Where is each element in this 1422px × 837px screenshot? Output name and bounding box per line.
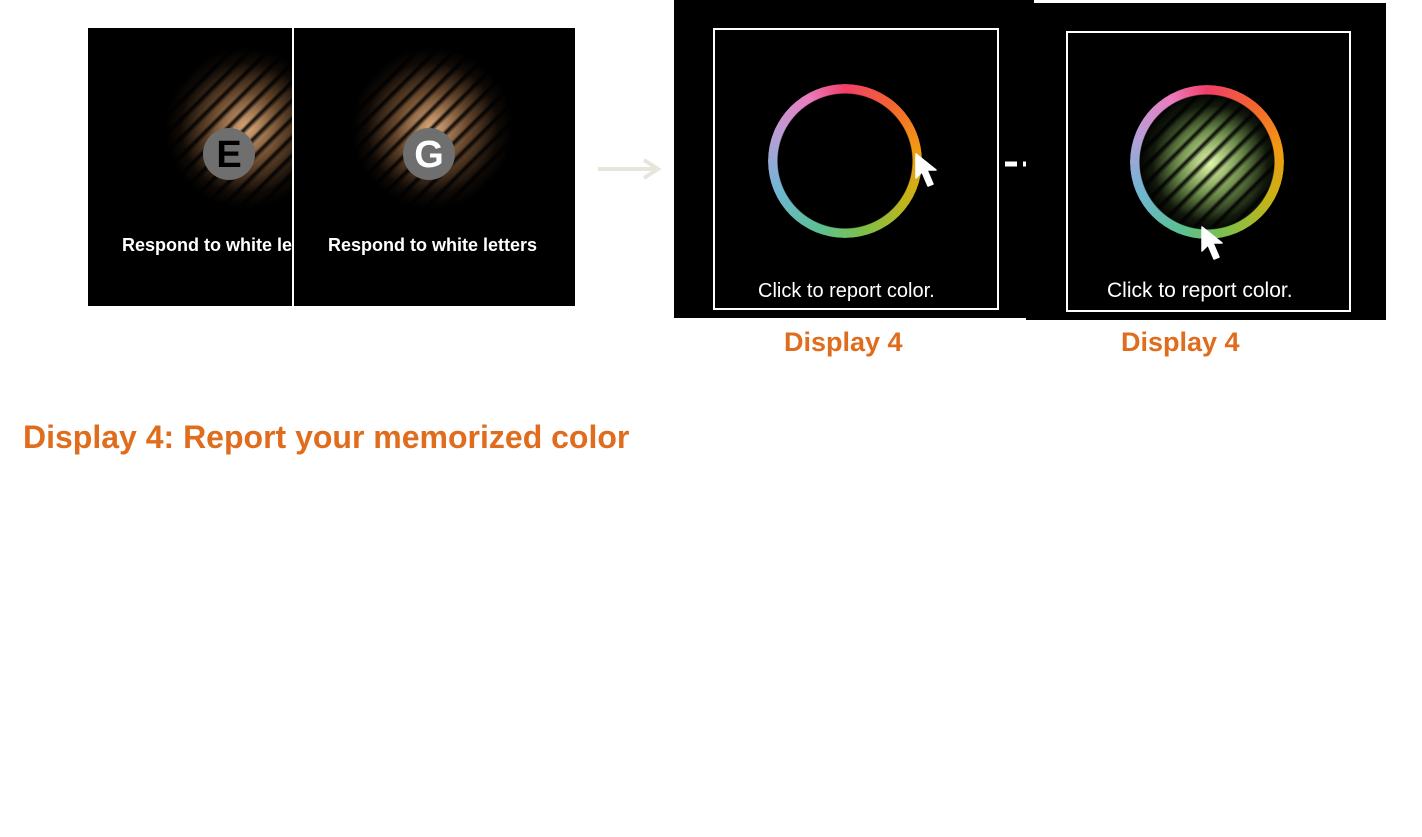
letter-g: G [414, 134, 444, 176]
stimulus-frame-left: E Respond to white le [88, 28, 294, 306]
mouse-pointer-icon [915, 153, 937, 187]
color-wheel-a[interactable] [768, 84, 922, 238]
respond-instruction-right: Respond to white letters [328, 235, 538, 255]
letter-disc: E [203, 128, 255, 180]
stimulus-frame-right: G Respond to white letters [292, 28, 575, 306]
display-panel-b: Click to report color. [1026, 3, 1386, 320]
letter-disc: G [403, 128, 455, 180]
display-frame-a [713, 28, 999, 310]
display-panel-a: Click to report color. [674, 0, 1034, 318]
color-wheel-b[interactable] [1130, 85, 1284, 239]
report-prompt-b: Click to report color. [1107, 279, 1293, 302]
transition-arrow-icon [598, 158, 662, 180]
display-caption-a: Display 4 [784, 327, 903, 357]
letter-e: E [216, 134, 242, 176]
respond-instruction-left: Respond to white le [122, 235, 293, 255]
report-prompt-a: Click to report color. [758, 280, 935, 302]
display-frame-b [1066, 31, 1351, 312]
display-caption-b: Display 4 [1121, 327, 1240, 357]
display-heading: Display 4: Report your memorized color [23, 419, 630, 455]
mouse-pointer-icon [1201, 226, 1223, 260]
